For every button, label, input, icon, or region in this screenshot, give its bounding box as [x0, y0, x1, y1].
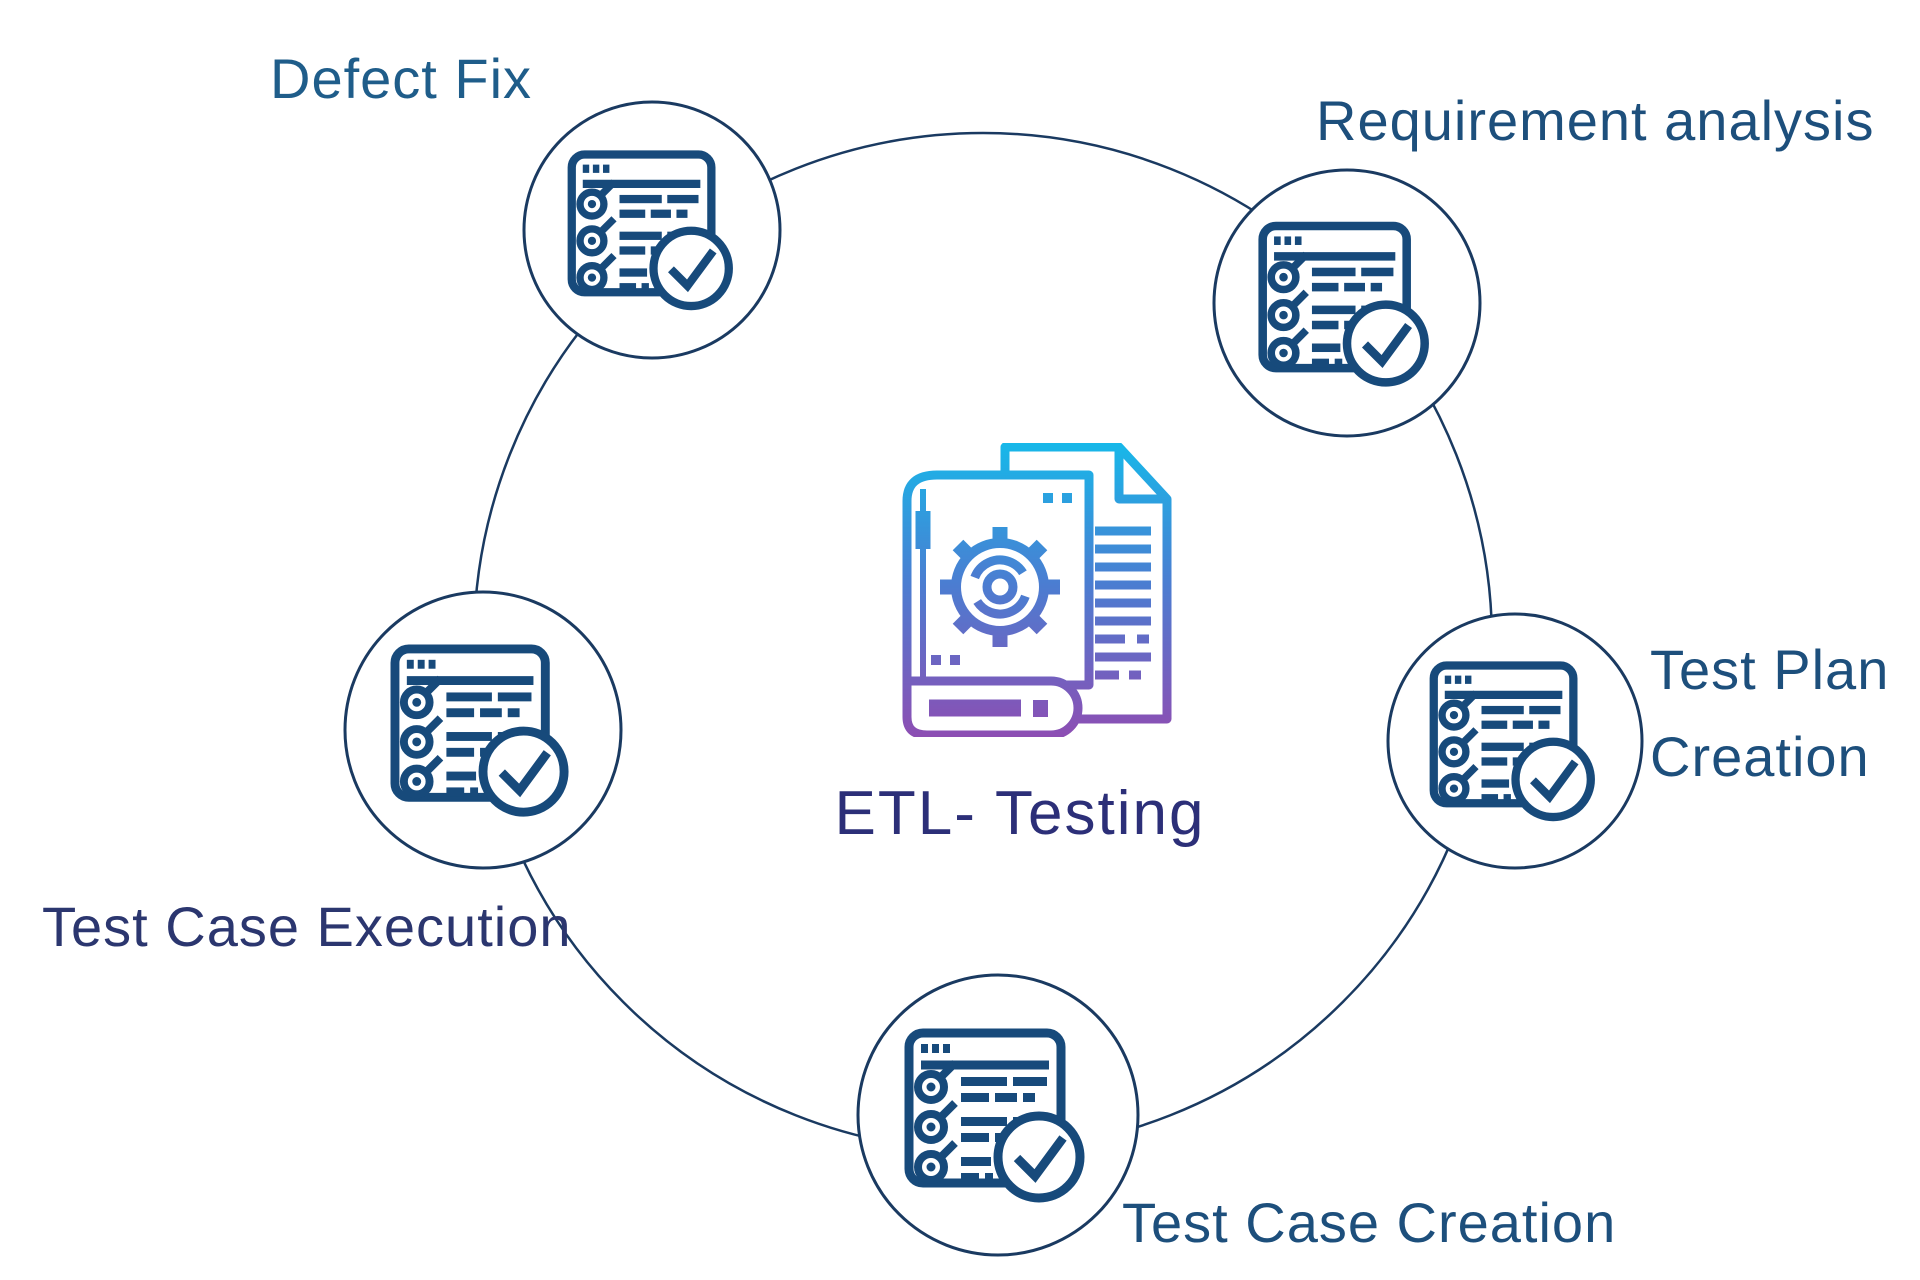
checklist-checkmark-icon: [909, 1033, 1080, 1198]
book-gear-icon: [907, 447, 1167, 735]
node-defect-fix: [522, 100, 782, 360]
node-test-case-execution: [343, 590, 623, 870]
node-requirement-analysis: [1212, 168, 1482, 438]
label-test-case-execution: Test Case Execution: [42, 895, 572, 958]
checklist-checkmark-icon: [1434, 666, 1591, 818]
node-test-case-creation: [856, 973, 1140, 1257]
checklist-checkmark-icon: [572, 155, 729, 307]
label-requirement-analysis: Requirement analysis: [1316, 89, 1875, 152]
label-defect-fix: Defect Fix: [270, 47, 533, 110]
label-test-plan-creation: Test Plan Creation: [1650, 638, 1890, 788]
checklist-checkmark-icon: [1263, 226, 1425, 382]
diagram-title: ETL- Testing: [834, 779, 1206, 848]
checklist-checkmark-icon: [395, 649, 564, 812]
node-test-plan-creation: [1386, 612, 1644, 870]
label-test-case-creation: Test Case Creation: [1122, 1191, 1617, 1254]
